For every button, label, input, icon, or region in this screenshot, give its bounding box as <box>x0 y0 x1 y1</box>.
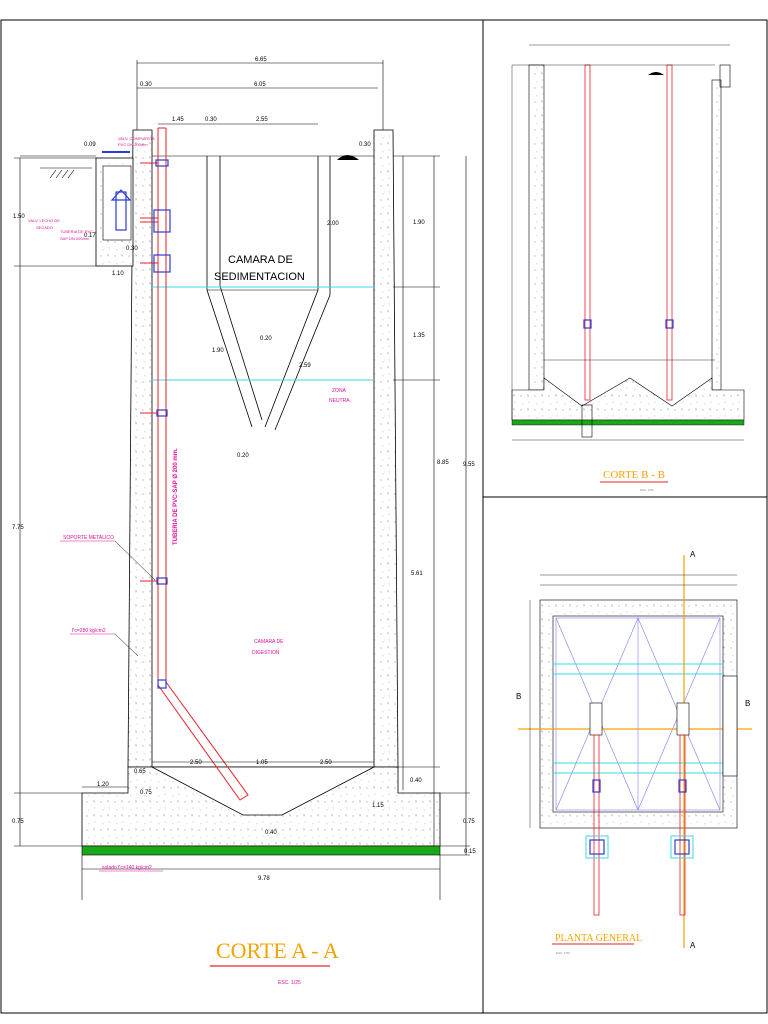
section-a-drawing <box>14 60 470 900</box>
section-b-scale: ESC. 1/50 <box>640 488 654 492</box>
dim-label: 0.17 <box>84 233 96 239</box>
dim-label: 0.30 <box>140 82 152 88</box>
section-a-scale: ESC. 1/25 <box>278 980 301 986</box>
dim-label: 7.75 <box>12 525 24 531</box>
plan-scale: ESC. 1/50 <box>556 951 570 955</box>
dim-label: 8.85 <box>437 460 449 466</box>
section-b-solado <box>511 419 745 426</box>
section-b-title: CORTE B - B <box>603 469 665 481</box>
section-a-dimension-labels: 6.65 6.05 0.30 1.45 0.30 2.55 0.30 0.09 … <box>12 57 476 882</box>
dim-label: 2.50 <box>190 760 202 766</box>
neutral-zone-label: ZONA <box>332 388 347 394</box>
dim-label: 2.50 <box>320 760 332 766</box>
section-mark-a-top: A <box>690 550 696 559</box>
drying-bed-valve-label: VALV. LECHO DE <box>28 218 60 223</box>
dim-label: 0.65 <box>134 769 146 775</box>
baffle-right <box>264 156 319 428</box>
section-b-left-wall <box>528 64 545 391</box>
dim-label: 1.50 <box>13 214 25 220</box>
dim-label: 5.61 <box>411 571 423 577</box>
dim-label: 0.30 <box>126 246 138 252</box>
dim-label: 0.40 <box>410 778 422 784</box>
dim-label: 0.75 <box>140 790 152 796</box>
sheet-frame <box>0 19 768 1014</box>
dim-label: 6.65 <box>255 57 267 63</box>
section-a-title: CORTE A - A <box>216 938 339 963</box>
right-wall <box>373 129 399 768</box>
concrete-strength-label: f'c=280 kg/cm2 <box>72 628 106 634</box>
dim-label: 9.78 <box>258 876 270 882</box>
dim-label: 1.45 <box>172 117 184 123</box>
plan-title: PLANTA GENERAL <box>555 933 642 944</box>
drying-bed-valve-label: SECADO <box>36 225 53 230</box>
dim-label: 6.05 <box>254 82 266 88</box>
pipe-label: TUBERIA DE PVC-SAP Ø 200 mm. <box>173 448 179 545</box>
solado-layer <box>81 845 441 856</box>
dim-label: 1.90 <box>413 220 425 226</box>
gate-valve-label: VALV. COMPUERTA <box>118 136 155 141</box>
section-mark-b-right: B <box>745 699 750 708</box>
dim-label: 0.30 <box>205 117 217 123</box>
dim-label: 0.75 <box>463 819 475 825</box>
baffle-left <box>206 156 253 428</box>
hopper-bottom <box>151 766 375 816</box>
dim-label: 0.30 <box>359 142 371 148</box>
dim-label: 1.90 <box>212 348 224 354</box>
pvc-pipe <box>140 127 249 801</box>
section-a-labels: CAMARA DE SEDIMENTACION ZONA NEUTRA CAMA… <box>28 136 350 986</box>
pvc-pipe-spec-label: TUBERIA DE PVC <box>60 229 93 234</box>
support-label: SOPORTE METALICO <box>63 535 114 541</box>
solado-label: solado f'c=140 kg/cm2 <box>102 865 152 871</box>
section-mark-a-bottom: A <box>690 941 696 950</box>
dim-label: 2.00 <box>327 221 339 227</box>
sedimentation-chamber-label: CAMARA DE <box>228 254 293 266</box>
dim-label: 0.75 <box>12 819 24 825</box>
digestion-chamber-label: DIGESTION <box>252 650 280 656</box>
dim-label: 0.09 <box>84 142 96 148</box>
dim-label: 0.15 <box>464 849 476 855</box>
sedimentation-chamber-label: SEDIMENTACION <box>214 271 305 283</box>
dim-label: 1.35 <box>413 333 425 339</box>
plan-drawing: A A B B PLANTA GENERAL ESC. 1/50 <box>516 550 752 955</box>
dim-label: 2.55 <box>256 117 268 123</box>
dim-label: 1.05 <box>256 760 268 766</box>
section-mark-b-left: B <box>516 692 521 701</box>
dim-label: 9.55 <box>463 462 475 468</box>
pvc-pipe-spec-label: SAP DN 200mm <box>60 236 90 241</box>
dim-label: 2.59 <box>299 363 311 369</box>
neutral-zone-label: NEUTRA <box>329 398 350 404</box>
digestion-chamber-label: CAMARA DE <box>254 639 284 645</box>
dim-label: 0.40 <box>265 830 277 836</box>
section-b-right-wall <box>711 79 722 391</box>
dim-label: 1.15 <box>372 803 384 809</box>
dim-label: 0.20 <box>237 453 249 459</box>
section-b-drawing: CORTE B - B ESC. 1/50 <box>511 44 745 492</box>
dim-label: 1.20 <box>97 782 109 788</box>
section-b-base <box>511 377 745 421</box>
gate-valve-label: PVC DN 200mm <box>118 142 148 147</box>
dim-label: 0.20 <box>260 336 272 342</box>
section-a-dimensions <box>14 60 470 900</box>
dim-label: 1.10 <box>112 271 124 277</box>
pipe-fittings <box>110 159 171 689</box>
